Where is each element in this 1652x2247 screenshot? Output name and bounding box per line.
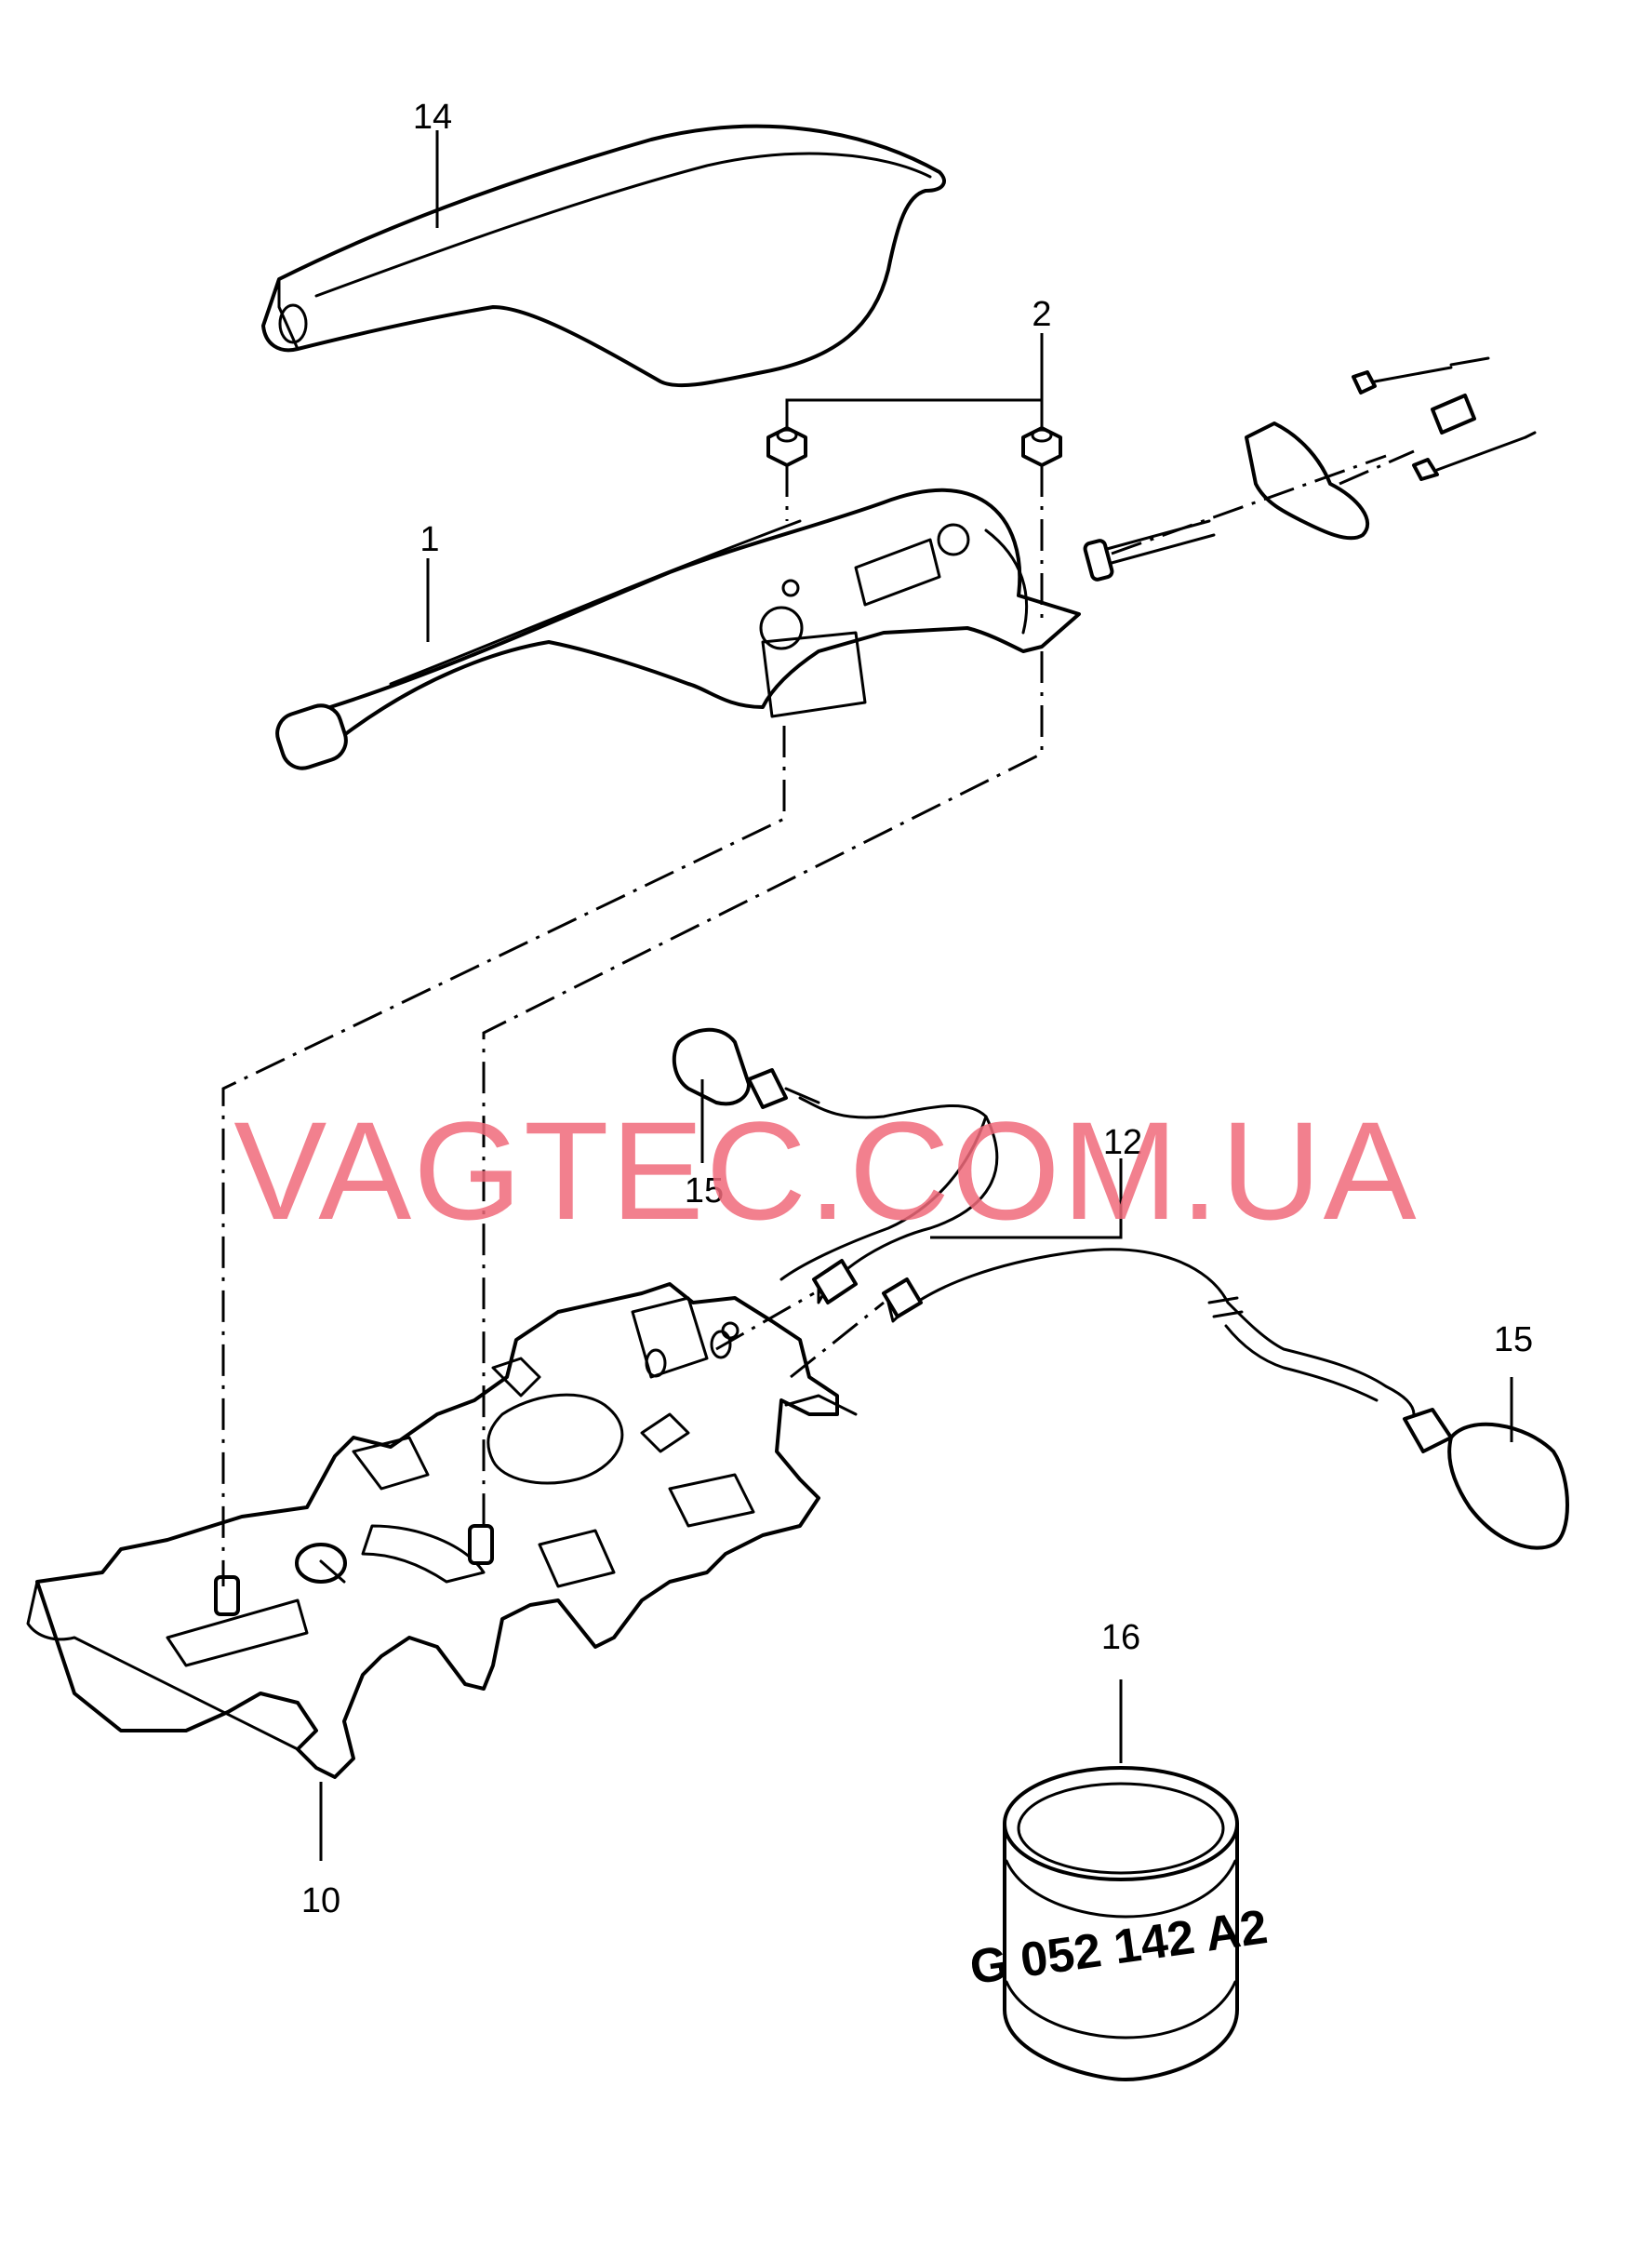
callout-16: 16 [1101, 1618, 1140, 1657]
part-16-grease-container: G 052 142 A2 [966, 1766, 1271, 2081]
callout-12: 12 [1103, 1123, 1142, 1162]
part-2-nuts [766, 426, 1062, 467]
assembly-lines [221, 449, 1415, 1586]
callout-15-right: 15 [1494, 1320, 1533, 1359]
part-10-mounting-bracket [26, 1282, 858, 1779]
switch-assembly [1083, 356, 1537, 582]
watermark-text: VAGTEC.COM.UA [233, 1092, 1418, 1249]
callouts: 14 2 1 12 15 15 10 16 [301, 98, 1533, 1920]
callout-1: 1 [420, 520, 439, 559]
callout-10: 10 [301, 1881, 340, 1920]
leader-lines [319, 130, 1513, 1861]
part-1-handbrake-lever [275, 488, 1081, 770]
callout-14: 14 [413, 98, 452, 137]
callout-15-left: 15 [685, 1171, 724, 1210]
part-12-brake-cables [779, 1096, 1416, 1416]
callout-2: 2 [1032, 295, 1051, 334]
part-14-lever-grip-cover [261, 124, 946, 388]
part-15-cable-ends [672, 1027, 1569, 1550]
